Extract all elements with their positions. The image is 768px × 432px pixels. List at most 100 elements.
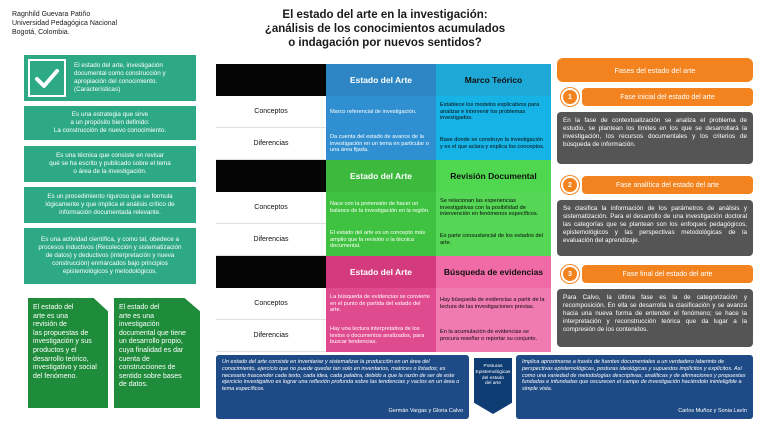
doc-1-line: arte es una — [33, 312, 69, 320]
table-cell: Marco referencial de investigación. — [326, 96, 436, 128]
quote-text: Un estado del arte consiste en inventari… — [222, 359, 460, 393]
table-row: Conceptos La búsqueda de evidencias se c… — [216, 288, 551, 320]
author-institution: Universidad Pedagógica Nacional — [12, 20, 118, 27]
doc-1-line: investigación y sus — [33, 338, 92, 346]
column-header: Estado del Arte — [326, 160, 436, 192]
card-2-line: a un propósito bien definido: — [70, 119, 150, 126]
badge-line: del arte — [485, 381, 501, 387]
card-4-line: información documentada relevante. — [59, 209, 161, 216]
column-header: Marco Teórico — [436, 64, 551, 96]
table-cell: Establece los modelos explicativos para … — [436, 96, 551, 128]
info-card: Es una estrategia que sirve a un propósi… — [24, 106, 196, 140]
document-card: El estado del arte es una revisión de la… — [28, 298, 108, 408]
table-row: Diferencias El estado del arte es un con… — [216, 224, 551, 256]
info-card: Es un procedimiento riguroso que se form… — [24, 187, 196, 223]
doc-2-line: de datos. — [119, 381, 148, 389]
table-cell: Hay una lectura interpretativa de los te… — [326, 320, 436, 352]
table-header-row: Estado del Arte Búsqueda de evidencias — [216, 256, 551, 288]
card-5-line: Es una actividad científica, y como tal,… — [41, 236, 179, 243]
title-line-1: El estado del arte en la investigación: — [282, 9, 488, 21]
checkmark-icon — [28, 59, 66, 97]
author-name: Ragnhild Guevara Patiño — [12, 11, 91, 18]
row-label: Conceptos — [216, 192, 326, 224]
epistemology-badge: Posturas Epistemológicas del estado del … — [474, 358, 512, 414]
doc-2-line: sentido sobre bases — [119, 372, 182, 380]
card-5-line: construcción) enmarcados bajo principios — [52, 260, 168, 267]
table-header-row: Estado del Arte Marco Teórico — [216, 64, 551, 96]
doc-1-line: El estado del — [33, 304, 74, 311]
card-3-line: o área de la investigación. — [73, 168, 147, 175]
table-cell: Es parte consustancial de los estados de… — [436, 224, 551, 256]
table-row: Diferencias Hay una lectura interpretati… — [216, 320, 551, 352]
comparison-table: Estado del Arte Marco Teórico Conceptos … — [216, 64, 551, 352]
table-cell: La búsqueda de evidencias se convierte e… — [326, 288, 436, 320]
card-3-line: Es una técnica que consiste en revisar — [56, 152, 164, 159]
doc-2-line: cuenta de — [119, 355, 150, 363]
column-header: Revisión Documental — [436, 160, 551, 192]
table-row: Diferencias Da cuenta del estado de avan… — [216, 128, 551, 160]
phase-heading: Fase analítica del estado del arte — [582, 176, 753, 194]
column-header: Búsqueda de evidencias — [436, 256, 551, 288]
card-4-line: Es un procedimiento riguroso que se form… — [47, 193, 173, 200]
author-location: Bogotá, Colombia. — [12, 29, 70, 36]
header-blank — [216, 64, 326, 96]
row-label: Diferencias — [216, 224, 326, 256]
card-4-line: lógicamente y que implica el análisis cr… — [45, 201, 175, 208]
card-1-line: El estado del arte, investigación — [74, 62, 163, 69]
card-1-line: documental como construcción y — [74, 70, 166, 77]
column-header: Estado del Arte — [326, 256, 436, 288]
badge-line: Posturas — [483, 364, 503, 369]
doc-1-line: las propuestas de — [33, 329, 89, 337]
quote-box: Implica aproximarse a través de fuentes … — [516, 355, 753, 419]
quote-author: Germán Vargas y Gloria Calvo — [388, 408, 463, 415]
title-line-2: ¿análisis de los conocimientos acumulado… — [264, 23, 506, 35]
row-label: Conceptos — [216, 288, 326, 320]
info-card: Es una actividad científica, y como tal,… — [24, 228, 196, 284]
doc-2-line: arte es una — [119, 312, 155, 320]
card-2-line: La construcción de nuevo conocimiento. — [53, 127, 167, 134]
doc-1-line: del fenómeno. — [33, 372, 78, 380]
doc-2-line: El estado del — [119, 304, 160, 311]
phase-description: Se clasifica la información de los parám… — [557, 200, 753, 256]
table-row: Conceptos Marco referencial de investiga… — [216, 96, 551, 128]
card-2-line: Es una estrategia que sirve — [71, 111, 149, 118]
card-1-line: apropiación del conocimiento. — [74, 78, 158, 85]
quote-text: Implica aproximarse a través de fuentes … — [522, 359, 746, 393]
doc-2-line: investigación — [119, 321, 160, 329]
table-row: Conceptos Nace con la pretensión de hace… — [216, 192, 551, 224]
card-5-line: de datos) y deductivos (interpretación y… — [45, 252, 175, 259]
table-cell: Se relacionan las experiencias investiga… — [436, 192, 551, 224]
card-3-line: qué se ha escrito y publicado sobre el t… — [49, 160, 171, 167]
table-cell: En la acumulación de evidencias se procu… — [436, 320, 551, 352]
doc-1-line: revisión de — [33, 321, 67, 329]
table-cell: El estado del arte es un concepto más am… — [326, 224, 436, 256]
table-cell: Base donde se construye la investigación… — [436, 128, 551, 160]
author-block: Ragnhild Guevara Patiño Universidad Peda… — [12, 10, 192, 37]
phases-title: Fases del estado del arte — [557, 58, 753, 82]
badge-line: Epistemológicas — [475, 369, 511, 375]
doc-2-line: un desarrollo propio, — [119, 338, 183, 346]
row-label: Diferencias — [216, 128, 326, 160]
table-header-row: Estado del Arte Revisión Documental — [216, 160, 551, 192]
header-blank — [216, 160, 326, 192]
column-header: Estado del Arte — [326, 64, 436, 96]
table-cell: Hay búsqueda de evidencias a partir de l… — [436, 288, 551, 320]
phase-description: Para Calvo, la última fase es la de cate… — [557, 289, 753, 347]
phase-heading: Fase inicial del estado del arte — [582, 88, 753, 106]
page-title: El estado del arte en la investigación: … — [230, 8, 540, 50]
doc-1-line: investigativo y social — [33, 364, 97, 372]
doc-2-line: construcciones de — [119, 364, 176, 372]
row-label: Conceptos — [216, 96, 326, 128]
quote-box: Un estado del arte consiste en inventari… — [216, 355, 469, 419]
doc-1-line: desarrollo teórico, — [33, 355, 89, 363]
phase-number-badge: 3 — [561, 265, 579, 283]
badge-line: del estado — [481, 375, 505, 381]
card-5-line: procesos inductivos (Recolección y siste… — [38, 244, 182, 251]
table-cell: Nace con la pretensión de hacer un balan… — [326, 192, 436, 224]
phase-number-badge: 1 — [561, 88, 579, 106]
row-label: Diferencias — [216, 320, 326, 352]
card-1-line: (Características) — [74, 86, 121, 93]
header-blank — [216, 256, 326, 288]
quote-author: Carlos Muñoz y Sonia Lavín — [678, 408, 747, 415]
phase-description: En la fase de contextualización se anali… — [557, 112, 753, 164]
